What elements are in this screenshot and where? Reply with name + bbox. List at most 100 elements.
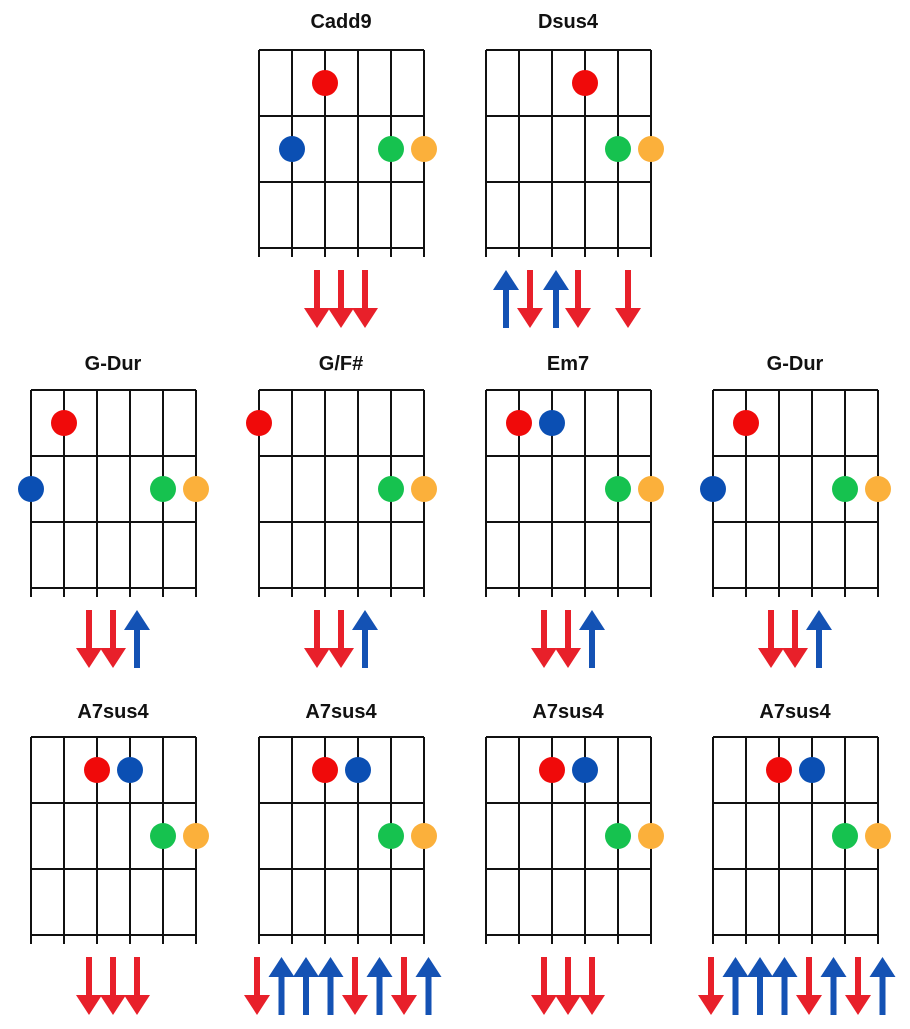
strum-up-arrow <box>268 957 295 1015</box>
finger-dot-red <box>312 70 338 96</box>
chord-title: Dsus4 <box>537 11 599 33</box>
chord-title: G-Dur <box>766 353 824 375</box>
chord-title: G/F# <box>318 353 364 375</box>
finger-dot-red <box>246 410 272 436</box>
strum-up-arrow <box>579 610 605 668</box>
finger-dot-red <box>539 757 565 783</box>
finger-dot-orange <box>865 476 891 502</box>
chord-title: A7sus4 <box>759 701 831 723</box>
finger-dot-green <box>378 823 404 849</box>
strum-up-arrow <box>806 610 832 668</box>
strum-down-arrow <box>342 957 368 1015</box>
finger-dot-blue <box>700 476 726 502</box>
finger-dot-blue <box>345 757 371 783</box>
finger-dot-orange <box>183 823 209 849</box>
strum-down-arrow <box>328 610 354 668</box>
strum-down-arrow <box>579 957 605 1015</box>
finger-dot-red <box>766 757 792 783</box>
finger-dot-blue <box>799 757 825 783</box>
finger-dot-red <box>572 70 598 96</box>
fretboard-grid <box>485 49 652 257</box>
finger-dot-green <box>605 823 631 849</box>
strum-up-arrow <box>722 957 749 1015</box>
strum-up-arrow <box>415 957 442 1015</box>
strum-up-arrow <box>820 957 847 1015</box>
strum-down-arrow <box>517 270 543 328</box>
finger-dot-blue <box>117 757 143 783</box>
finger-dot-blue <box>18 476 44 502</box>
finger-dot-green <box>150 476 176 502</box>
strum-up-arrow <box>317 957 344 1015</box>
strum-down-arrow <box>565 270 591 328</box>
strum-down-arrow <box>76 610 102 668</box>
strum-down-arrow <box>555 957 581 1015</box>
chord-6 <box>700 389 891 668</box>
strum-down-arrow <box>782 610 808 668</box>
finger-dot-red <box>84 757 110 783</box>
finger-dot-green <box>832 476 858 502</box>
finger-dot-green <box>605 136 631 162</box>
finger-dot-orange <box>411 136 437 162</box>
strum-up-arrow <box>771 957 798 1015</box>
finger-dot-orange <box>411 476 437 502</box>
strum-up-arrow <box>747 957 773 1015</box>
chord-3 <box>18 389 209 668</box>
finger-dot-green <box>150 823 176 849</box>
chord-title: Cadd9 <box>310 11 372 33</box>
strum-down-arrow <box>244 957 270 1015</box>
finger-dot-blue <box>539 410 565 436</box>
finger-dot-orange <box>865 823 891 849</box>
chord-title: A7sus4 <box>532 701 604 723</box>
strum-down-arrow <box>758 610 784 668</box>
strum-up-arrow <box>493 270 519 328</box>
strum-down-arrow <box>615 270 641 328</box>
finger-dot-green <box>832 823 858 849</box>
chord-title: A7sus4 <box>305 701 377 723</box>
strum-down-arrow <box>304 270 330 328</box>
strum-down-arrow <box>124 957 150 1015</box>
chord-title: A7sus4 <box>77 701 149 723</box>
finger-dot-green <box>378 476 404 502</box>
finger-dot-red <box>312 757 338 783</box>
chord-1 <box>258 49 437 328</box>
chord-5 <box>485 389 664 668</box>
finger-dot-orange <box>638 476 664 502</box>
chord-8 <box>244 736 442 1015</box>
chord-9 <box>485 736 664 1015</box>
strum-down-arrow <box>796 957 822 1015</box>
strum-up-arrow <box>352 610 378 668</box>
finger-dot-blue <box>572 757 598 783</box>
strum-down-arrow <box>531 957 557 1015</box>
strum-down-arrow <box>76 957 102 1015</box>
chord-4 <box>246 389 437 668</box>
finger-dot-red <box>733 410 759 436</box>
strum-up-arrow <box>869 957 896 1015</box>
finger-dot-green <box>378 136 404 162</box>
finger-dot-orange <box>638 823 664 849</box>
strum-down-arrow <box>304 610 330 668</box>
finger-dot-orange <box>183 476 209 502</box>
finger-dot-red <box>506 410 532 436</box>
strum-down-arrow <box>391 957 417 1015</box>
finger-dot-orange <box>638 136 664 162</box>
strum-down-arrow <box>100 610 126 668</box>
strum-down-arrow <box>328 270 354 328</box>
strum-down-arrow <box>698 957 724 1015</box>
chord-7 <box>30 736 209 1015</box>
strum-down-arrow <box>531 610 557 668</box>
finger-dot-blue <box>279 136 305 162</box>
chord-2 <box>485 49 664 328</box>
finger-dot-orange <box>411 823 437 849</box>
strum-up-arrow <box>366 957 393 1015</box>
chord-title: Em7 <box>546 353 590 375</box>
finger-dot-red <box>51 410 77 436</box>
strum-up-arrow <box>543 270 569 328</box>
chord-title: G-Dur <box>84 353 142 375</box>
strum-down-arrow <box>100 957 126 1015</box>
chord-10 <box>698 736 896 1015</box>
finger-dot-green <box>605 476 631 502</box>
strum-down-arrow <box>845 957 871 1015</box>
strum-down-arrow <box>555 610 581 668</box>
